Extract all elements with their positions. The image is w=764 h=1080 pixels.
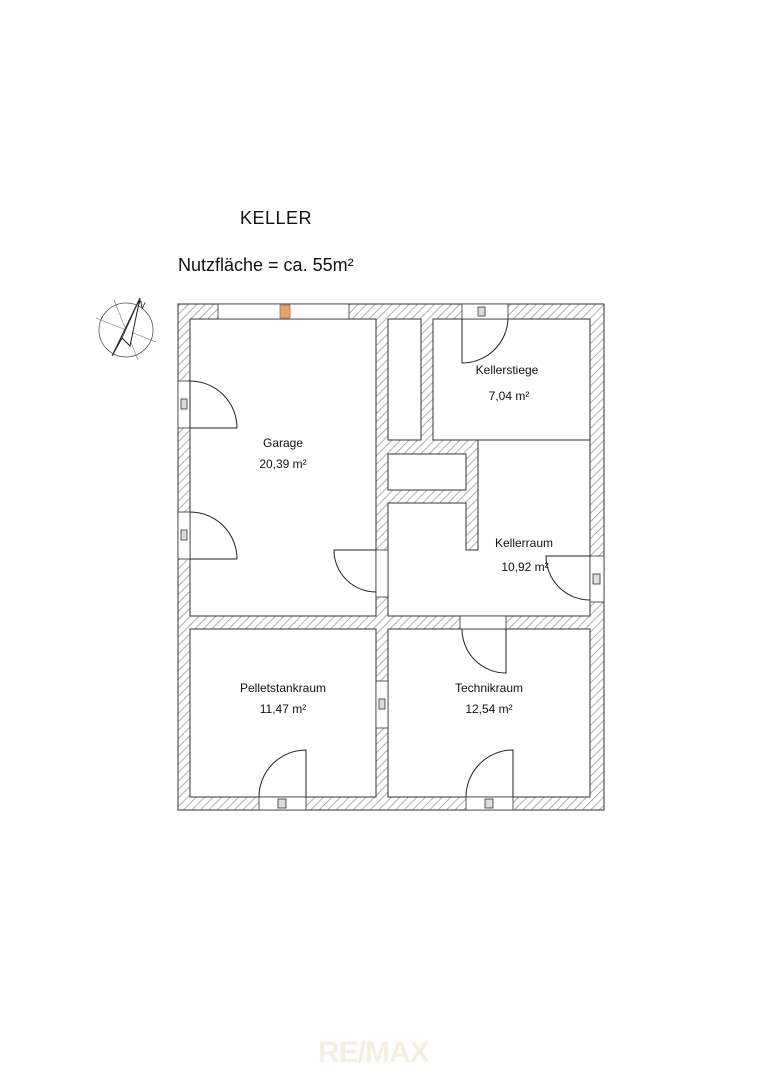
usable-area-title: Nutzfläche = ca. 55m² <box>178 255 354 275</box>
room-area: 11,47 m² <box>260 702 306 716</box>
room-area: 7,04 m² <box>489 389 530 403</box>
room-name: Technikraum <box>455 681 523 695</box>
room-kellerstiege: Kellerstiege 7,04 m² <box>476 363 539 403</box>
remax-watermark: RE/MAX <box>318 1036 430 1069</box>
north-label: N <box>135 299 146 312</box>
room-pelletstankraum: Pelletstankraum 11,47 m² <box>240 681 326 716</box>
north-arrow-icon: N <box>95 297 157 361</box>
room-garage: Garage 20,39 m² <box>259 436 306 471</box>
walls <box>177 303 605 811</box>
door-swings <box>189 318 591 798</box>
room-name: Pelletstankraum <box>240 681 326 695</box>
room-area: 12,54 m² <box>465 702 512 716</box>
room-name: Kellerraum <box>495 536 553 550</box>
floor-title: KELLER <box>240 208 313 228</box>
room-area: 10,92 m² <box>501 560 548 574</box>
room-area: 20,39 m² <box>259 457 306 471</box>
room-name: Garage <box>263 436 303 450</box>
room-technikraum: Technikraum 12,54 m² <box>455 681 523 716</box>
room-name: Kellerstiege <box>476 363 539 377</box>
wall-openings <box>177 303 605 811</box>
room-kellerraum: Kellerraum 10,92 m² <box>495 536 553 574</box>
